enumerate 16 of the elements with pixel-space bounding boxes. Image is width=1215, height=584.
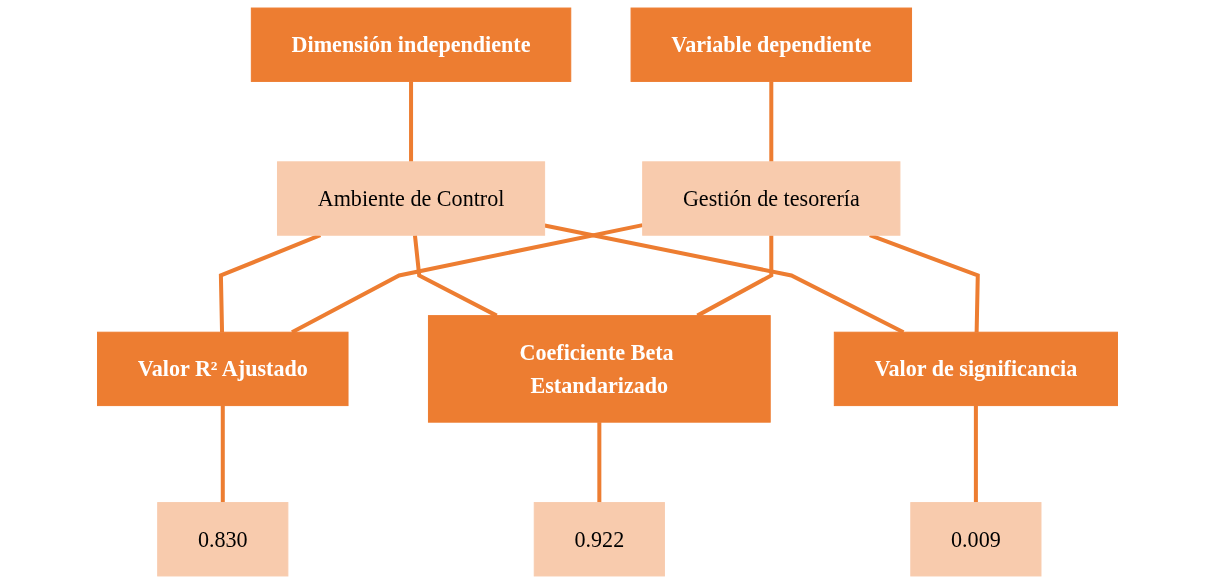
node-box: Valor de significancia — [833, 331, 1118, 407]
node-box: Valor R² Ajustado — [97, 331, 349, 407]
node-box: Gestión de tesorería — [642, 161, 901, 236]
node-box: 0.830 — [157, 502, 289, 577]
connector — [769, 81, 774, 162]
connector — [544, 223, 905, 334]
node-box: Coeficiente Beta Estandarizado — [427, 315, 771, 423]
connector — [597, 422, 602, 503]
connector — [973, 405, 978, 503]
connector — [409, 81, 414, 162]
node-box: 0.009 — [910, 502, 1042, 577]
node-box: 0.922 — [533, 502, 665, 577]
node-box: Dimensión independiente — [250, 7, 572, 82]
node-box: Ambiente de Control — [277, 161, 546, 236]
connector — [220, 405, 225, 503]
node-box: Variable dependiente — [630, 7, 913, 82]
